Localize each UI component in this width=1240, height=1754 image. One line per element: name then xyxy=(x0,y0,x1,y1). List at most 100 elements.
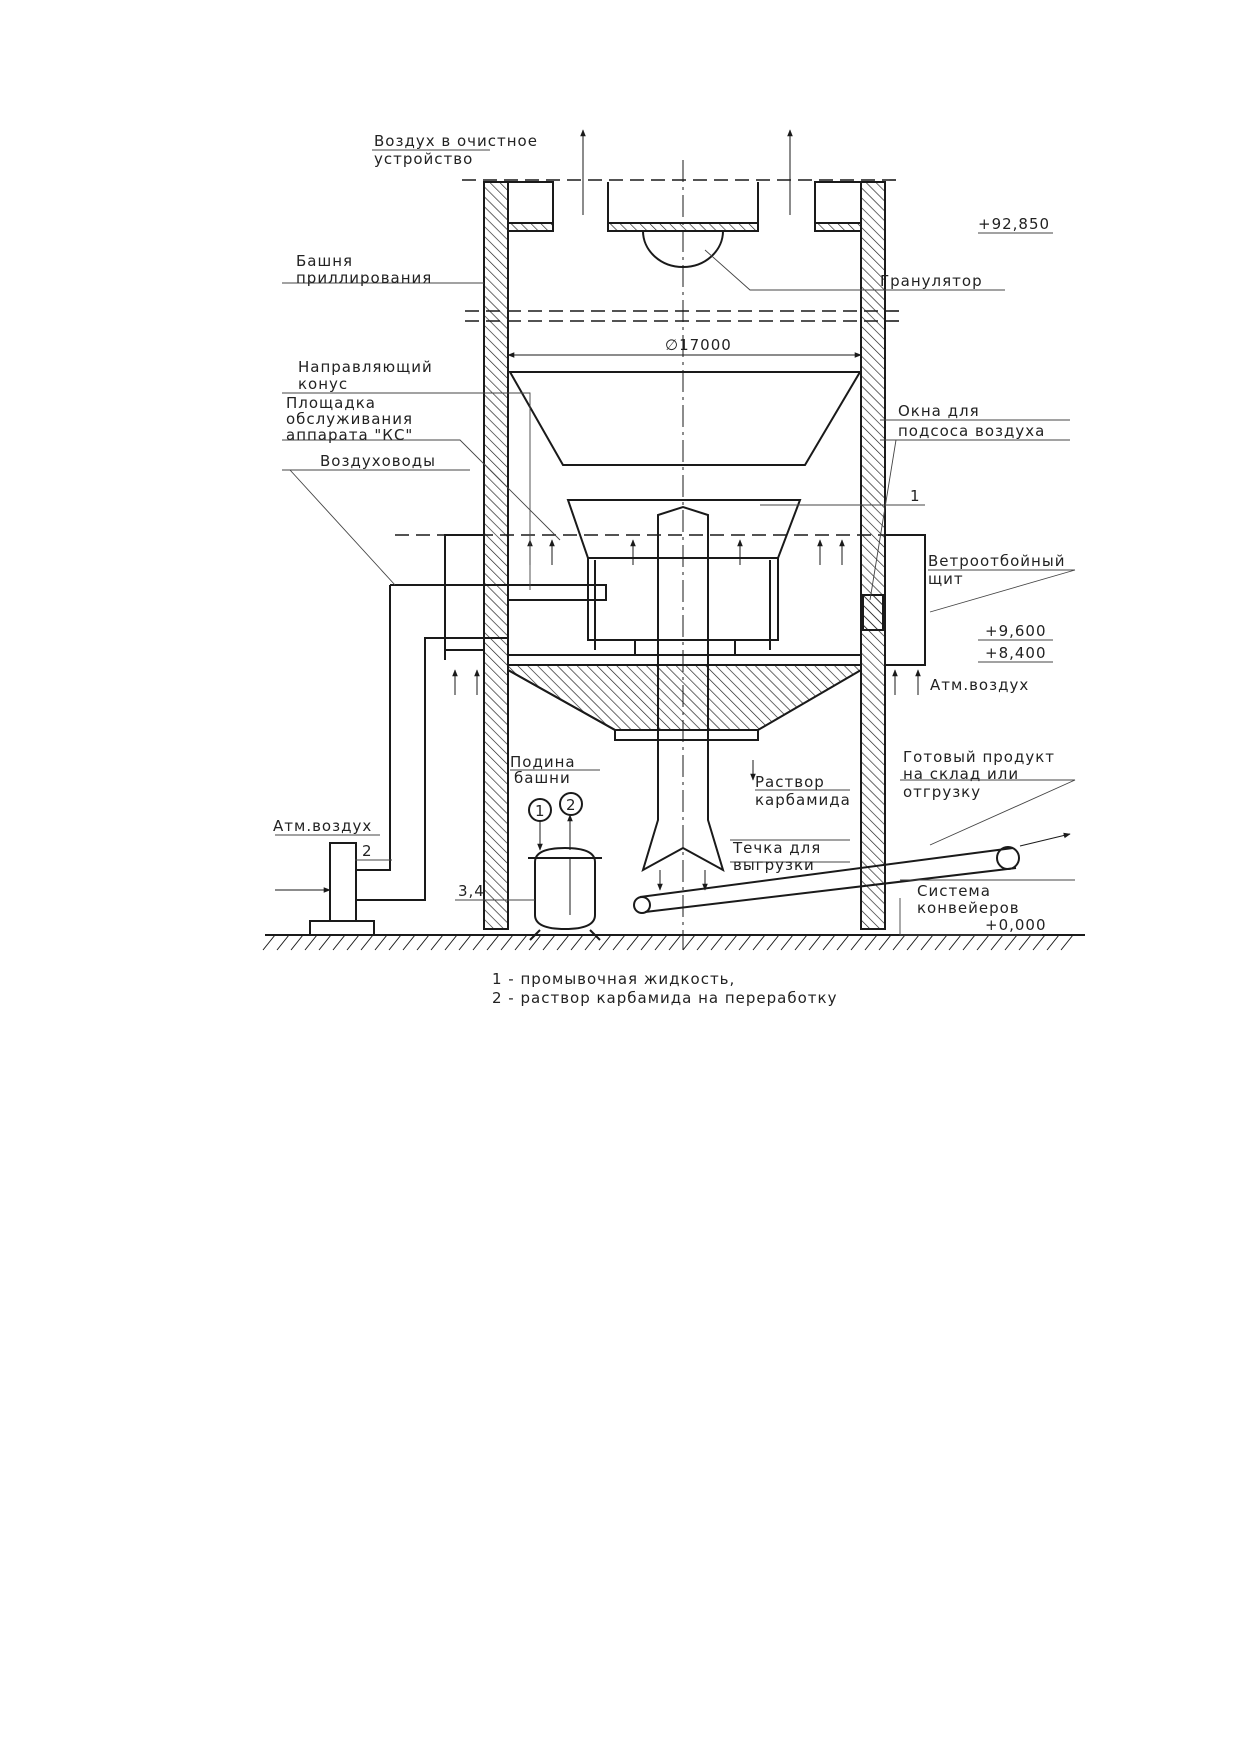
fluid-bed-apparatus xyxy=(395,499,903,655)
legend-line-2: 2 - раствор карбамида на переработку xyxy=(492,989,837,1007)
ground-tick xyxy=(682,934,696,951)
diameter-label: ∅17000 xyxy=(665,336,732,354)
label-tower-2: приллирования xyxy=(296,269,432,287)
ground-tick xyxy=(276,934,290,951)
label-atm-air-left: Атм.воздух xyxy=(273,817,372,835)
label-cone-2: конус xyxy=(298,375,348,393)
label-tower-1: Башня xyxy=(296,252,353,270)
label-solution-1: Раствор xyxy=(755,773,825,791)
ground-tick xyxy=(304,934,318,951)
ground-tick xyxy=(388,934,402,951)
leader-lines xyxy=(275,149,1076,936)
ground-tick xyxy=(934,934,948,951)
label-conveyor-2: конвейеров xyxy=(917,899,1020,917)
ground-tick xyxy=(668,934,682,951)
ground-tick xyxy=(346,934,360,951)
label-platform-3: аппарата "КС" xyxy=(286,426,413,444)
ground-tick xyxy=(528,934,542,951)
tank-3-4: 1 2 xyxy=(528,792,602,941)
ground-tick xyxy=(766,934,780,951)
ground-tick xyxy=(626,934,640,951)
ground-tick xyxy=(738,934,752,951)
label-marker-2: 2 xyxy=(362,842,373,860)
air-windows xyxy=(444,534,926,666)
ground-tick xyxy=(948,934,962,951)
label-platform-1: Площадка xyxy=(286,394,376,412)
ground-tick xyxy=(514,934,528,951)
granulator-dome xyxy=(641,230,725,268)
label-air-to-cleaning-1: Воздух в очистное xyxy=(374,132,538,150)
ground-tick xyxy=(1032,934,1046,951)
ground-tick xyxy=(416,934,430,951)
label-windows-1: Окна для xyxy=(898,402,980,420)
ground-tick xyxy=(612,934,626,951)
label-marker-1: 1 xyxy=(910,487,921,505)
ground-tick xyxy=(920,934,934,951)
ground-tick xyxy=(556,934,570,951)
circle-1-label: 1 xyxy=(535,802,546,820)
callout-labels: Воздух в очистное устройство Башня прилл… xyxy=(273,132,1065,934)
label-shield-1: Ветроотбойный xyxy=(928,552,1065,570)
ground-tick xyxy=(598,934,612,951)
ground-tick xyxy=(836,934,850,951)
ground-tick xyxy=(892,934,906,951)
label-granulator: Гранулятор xyxy=(880,272,983,290)
ground-tick xyxy=(486,934,500,951)
ground-tick xyxy=(850,934,864,951)
ground-tick xyxy=(318,934,332,951)
ground-tick xyxy=(906,934,920,951)
label-elev-9600: +9,600 xyxy=(985,622,1047,640)
guide-cone xyxy=(508,371,862,466)
label-platform-2: обслуживания xyxy=(286,410,413,428)
air-flow-arrows xyxy=(452,129,921,891)
ground-tick xyxy=(430,934,444,951)
ground-tick xyxy=(332,934,346,951)
ground-tick xyxy=(542,934,556,951)
air-inlet xyxy=(275,842,375,936)
ground-tick xyxy=(1060,934,1074,951)
tower-bottom xyxy=(507,664,862,731)
ground-tick xyxy=(570,934,584,951)
label-chute-1: Течка для xyxy=(732,839,821,857)
ground-tick xyxy=(1004,934,1018,951)
label-elev-8400: +8,400 xyxy=(985,644,1047,662)
label-product-1: Готовый продукт xyxy=(903,748,1055,766)
ground-tick xyxy=(710,934,724,951)
ground-tick xyxy=(444,934,458,951)
discharge-chute xyxy=(641,645,725,873)
label-item-3-4: 3,4 xyxy=(458,882,485,900)
ground-tick xyxy=(640,934,654,951)
diameter-dimension: ∅17000 xyxy=(507,336,862,358)
ground-tick xyxy=(962,934,976,951)
ground-tick xyxy=(458,934,472,951)
ground-tick xyxy=(374,934,388,951)
label-atm-air-right: Атм.воздух xyxy=(930,676,1029,694)
label-elev-zero: +0,000 xyxy=(985,916,1047,934)
label-product-2: на склад или xyxy=(903,765,1019,783)
label-solution-2: карбамида xyxy=(755,791,851,809)
label-cone-1: Направляющий xyxy=(298,358,433,376)
ground-tick xyxy=(262,934,276,951)
ground-tick xyxy=(864,934,878,951)
ground-tick xyxy=(290,934,304,951)
label-windows-2: подсоса воздуха xyxy=(898,422,1045,440)
ground-tick xyxy=(1046,934,1060,951)
ground-tick xyxy=(724,934,738,951)
ground-tick xyxy=(500,934,514,951)
legend: 1 - промывочная жидкость, 2 - раствор ка… xyxy=(492,970,837,1007)
air-duct xyxy=(356,584,607,901)
ground-tick xyxy=(360,934,374,951)
legend-line-1: 1 - промывочная жидкость, xyxy=(492,970,735,988)
ground-tick xyxy=(752,934,766,951)
ground-tick xyxy=(1018,934,1032,951)
ground-tick xyxy=(878,934,892,951)
label-bottom-2: башни xyxy=(514,769,571,787)
ground-tick xyxy=(654,934,668,951)
circle-2-label: 2 xyxy=(566,796,577,814)
label-shield-2: щит xyxy=(928,570,964,588)
conveyor-system xyxy=(633,832,1071,914)
label-product-3: отгрузку xyxy=(903,783,981,801)
label-conveyor-1: Система xyxy=(917,882,991,900)
ground-tick xyxy=(794,934,808,951)
ground-tick xyxy=(472,934,486,951)
